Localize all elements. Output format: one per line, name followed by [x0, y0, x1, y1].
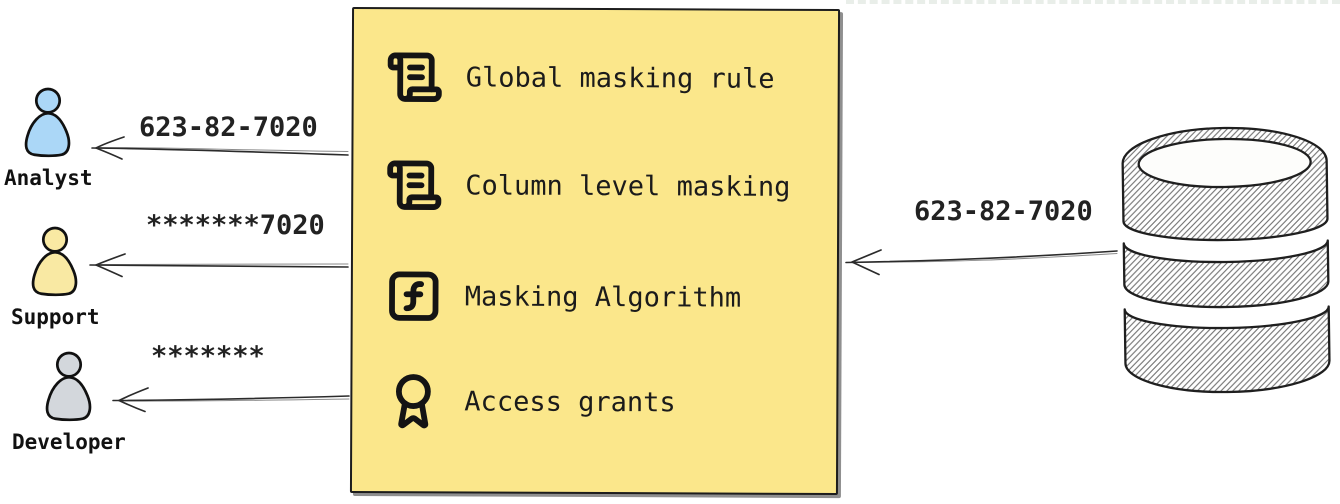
- box-item-masking-algorithm: Masking Algorithm: [385, 266, 742, 328]
- cropped-dashed-border: [846, 0, 1340, 4]
- arrow-box-to-developer: [112, 387, 350, 413]
- scroll-text-icon: [386, 48, 444, 106]
- flow-value-analyst: 623-82-7020: [139, 112, 318, 143]
- arrow-database-to-box: [845, 249, 1118, 276]
- person-role-label: Support: [11, 305, 100, 329]
- database-cylinder-icon: [1121, 126, 1331, 394]
- box-item-label: Access grants: [464, 385, 676, 418]
- box-item-access-grants: Access grants: [384, 371, 676, 432]
- person-analyst: Analyst: [4, 87, 93, 190]
- person-support: Support: [11, 226, 100, 329]
- flow-value-support: *******7020: [146, 210, 325, 241]
- box-item-label: Global masking rule: [465, 61, 775, 95]
- box-item-column-level-masking: Column level masking: [385, 155, 790, 217]
- scroll-text-icon: [385, 156, 443, 214]
- masking-rules-box: Global masking rule Column level masking…: [349, 6, 841, 496]
- person-developer: Developer: [12, 351, 126, 454]
- function-square-icon: [385, 267, 443, 325]
- person-role-label: Analyst: [4, 166, 93, 190]
- arrow-box-to-support: [89, 253, 349, 278]
- person-icon: [45, 351, 91, 422]
- person-icon: [31, 226, 78, 297]
- box-item-label: Column level masking: [465, 169, 791, 203]
- box-item-label: Masking Algorithm: [464, 280, 742, 314]
- award-icon: [384, 372, 442, 430]
- flow-value-database: 623-82-7020: [914, 196, 1093, 227]
- person-icon: [24, 87, 71, 158]
- flow-value-developer: *******: [151, 341, 265, 372]
- box-item-global-masking-rule: Global masking rule: [386, 47, 775, 109]
- person-role-label: Developer: [12, 430, 126, 454]
